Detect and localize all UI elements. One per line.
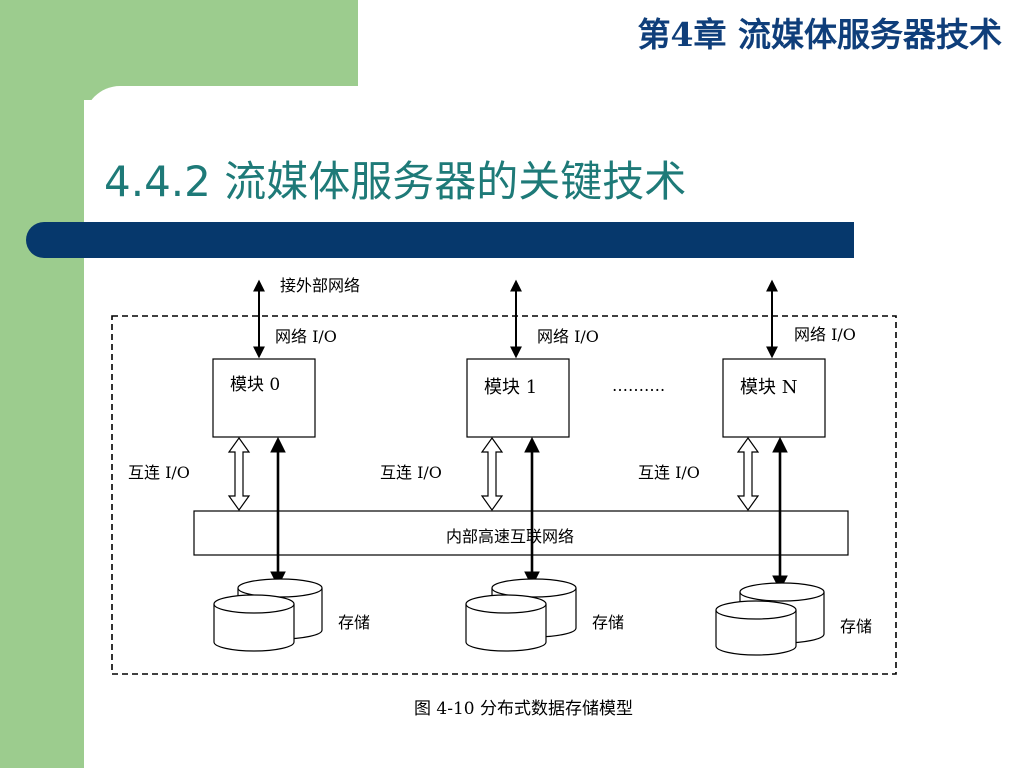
module-box-0	[212, 358, 316, 438]
module-label-n: 模块 N	[740, 377, 797, 398]
interconnect-arrow-1	[480, 436, 504, 512]
storage-label-0: 存储	[338, 613, 370, 632]
system-boundary	[111, 315, 897, 675]
storage-label-1: 存储	[592, 613, 624, 632]
chapter-title: 第4章 流媒体服务器技术	[637, 15, 1002, 54]
module-box-1	[466, 358, 570, 438]
distributed-storage-diagram: 接外部网络 网络 I/O 网络 I/O 网络 I/O 模块 0 模块 1 模块 …	[111, 276, 897, 719]
storage-cylinders-0	[213, 578, 323, 652]
internal-network-label: 内部高速互联网络	[446, 527, 574, 546]
interconnect-io-label-n: 互连 I/O	[638, 463, 700, 482]
network-io-label-0: 网络 I/O	[275, 327, 337, 346]
network-io-label-n: 网络 I/O	[794, 325, 856, 344]
storage-cylinders-1	[465, 578, 577, 652]
ellipsis-label: ……….	[612, 376, 665, 395]
green-background-left	[0, 0, 84, 768]
module-box-n	[722, 358, 826, 438]
interconnect-io-label-0: 互连 I/O	[128, 463, 190, 482]
module-label-1: 模块 1	[484, 377, 537, 398]
title-underline-bar	[26, 222, 854, 258]
interconnect-arrow-n	[736, 436, 760, 512]
slide-title: 4.4.2 流媒体服务器的关键技术	[104, 157, 687, 206]
interconnect-io-label-1: 互连 I/O	[380, 463, 442, 482]
figure-caption: 图 4-10 分布式数据存储模型	[414, 699, 633, 719]
storage-label-n: 存储	[840, 617, 872, 636]
network-io-label-1: 网络 I/O	[537, 327, 599, 346]
storage-cylinders-n	[715, 582, 825, 656]
interconnect-arrow-0	[227, 436, 251, 512]
internal-network-box	[193, 510, 849, 556]
external-network-label: 接外部网络	[280, 276, 360, 295]
module-label-0: 模块 0	[230, 375, 280, 395]
